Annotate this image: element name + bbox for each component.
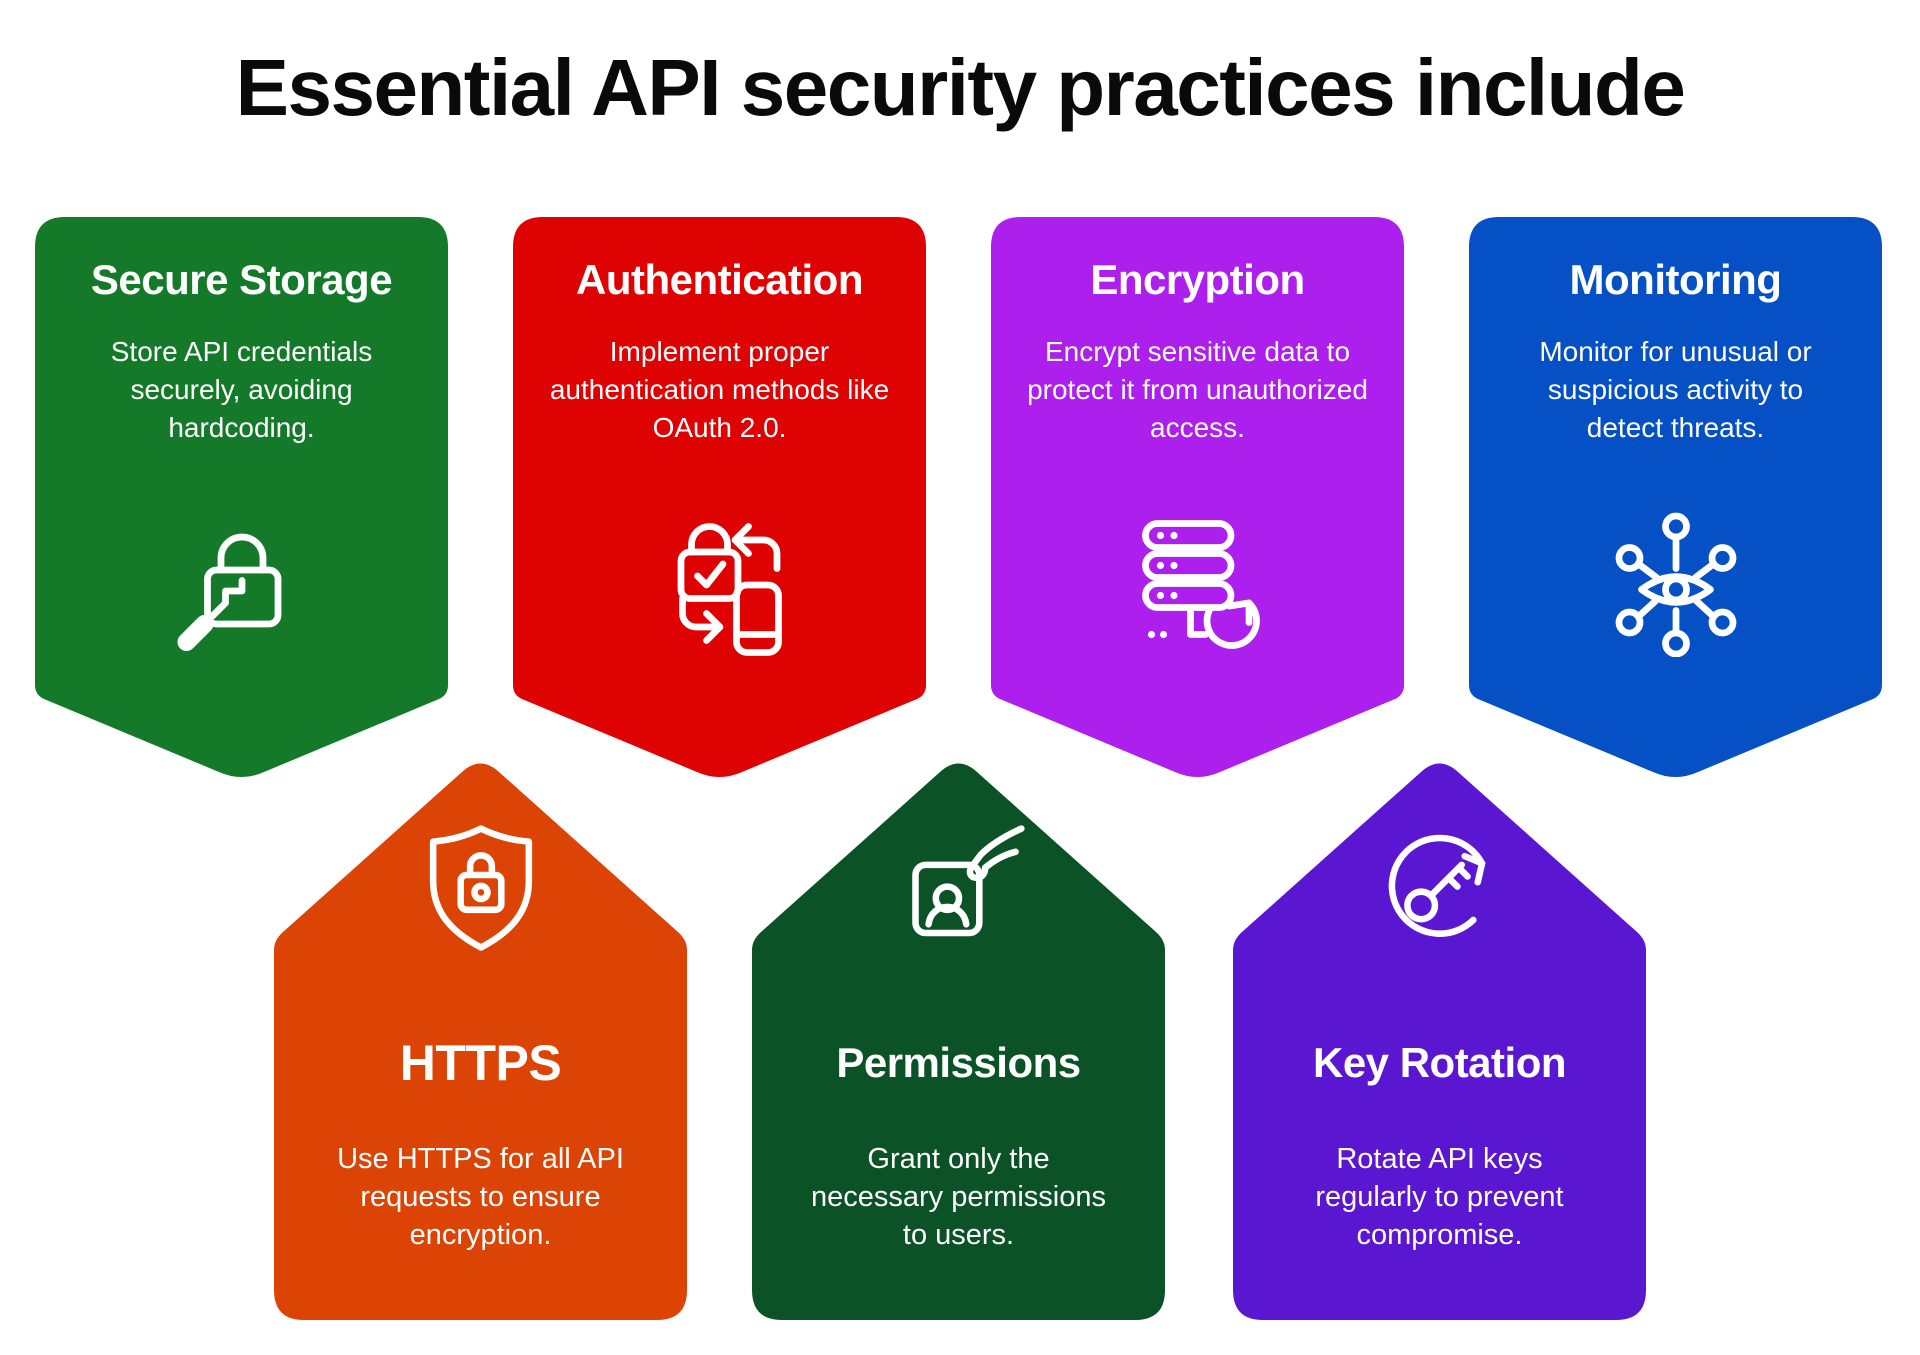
banner-shape bbox=[991, 217, 1404, 777]
card-authentication: Authentication Implement proper authenti… bbox=[513, 217, 926, 782]
card-key-rotation: Key Rotation Rotate API keys regularly t… bbox=[1233, 755, 1646, 1320]
eye-network-icon bbox=[1601, 507, 1751, 657]
card-title: Secure Storage bbox=[90, 256, 393, 303]
card-title: Permissions bbox=[836, 1039, 1081, 1086]
pennant-shape bbox=[752, 763, 1165, 1320]
pennant-shape bbox=[1233, 763, 1646, 1320]
card-description: Use HTTPS for all API requests to ensure… bbox=[337, 1143, 624, 1251]
server-refresh-icon bbox=[1123, 507, 1273, 657]
id-card-hand-icon bbox=[884, 817, 1034, 962]
card-title: Monitoring bbox=[1569, 256, 1782, 303]
card-title: Key Rotation bbox=[1312, 1039, 1567, 1086]
card-secure-storage: Secure Storage Store API credentials sec… bbox=[35, 217, 448, 782]
card-encryption: Encryption Encrypt sensitive data to pro… bbox=[991, 217, 1404, 782]
card-description: Store API credentials securely, avoiding… bbox=[110, 336, 373, 443]
card-description: Monitor for unusual or suspicious activi… bbox=[1539, 336, 1812, 443]
card-title: HTTPS bbox=[399, 1035, 562, 1091]
banner-shape bbox=[513, 217, 926, 777]
card-https: HTTPS Use HTTPS for all API requests to … bbox=[274, 755, 687, 1320]
card-monitoring: Monitoring Monitor for unusual or suspic… bbox=[1469, 217, 1882, 782]
card-permissions: Permissions Grant only the necessary per… bbox=[752, 755, 1165, 1320]
card-title: Encryption bbox=[1090, 256, 1305, 303]
card-description: Encrypt sensitive data to protect it fro… bbox=[1027, 336, 1368, 443]
banner-shape bbox=[1469, 217, 1882, 777]
card-description: Rotate API keys regularly to prevent com… bbox=[1315, 1143, 1564, 1251]
key-rotation-icon bbox=[1365, 817, 1515, 962]
page-title: Essential API security practices include bbox=[235, 43, 1686, 132]
banner-shape bbox=[35, 217, 448, 777]
shield-lock-icon bbox=[406, 817, 556, 962]
lock-key-search-icon bbox=[167, 507, 317, 657]
lock-sync-phone-icon bbox=[645, 507, 795, 657]
card-description: Implement proper authentication methods … bbox=[549, 336, 890, 443]
card-description: Grant only the necessary permissions to … bbox=[811, 1143, 1106, 1251]
pennant-shape bbox=[274, 763, 687, 1320]
card-title: Authentication bbox=[576, 256, 863, 303]
